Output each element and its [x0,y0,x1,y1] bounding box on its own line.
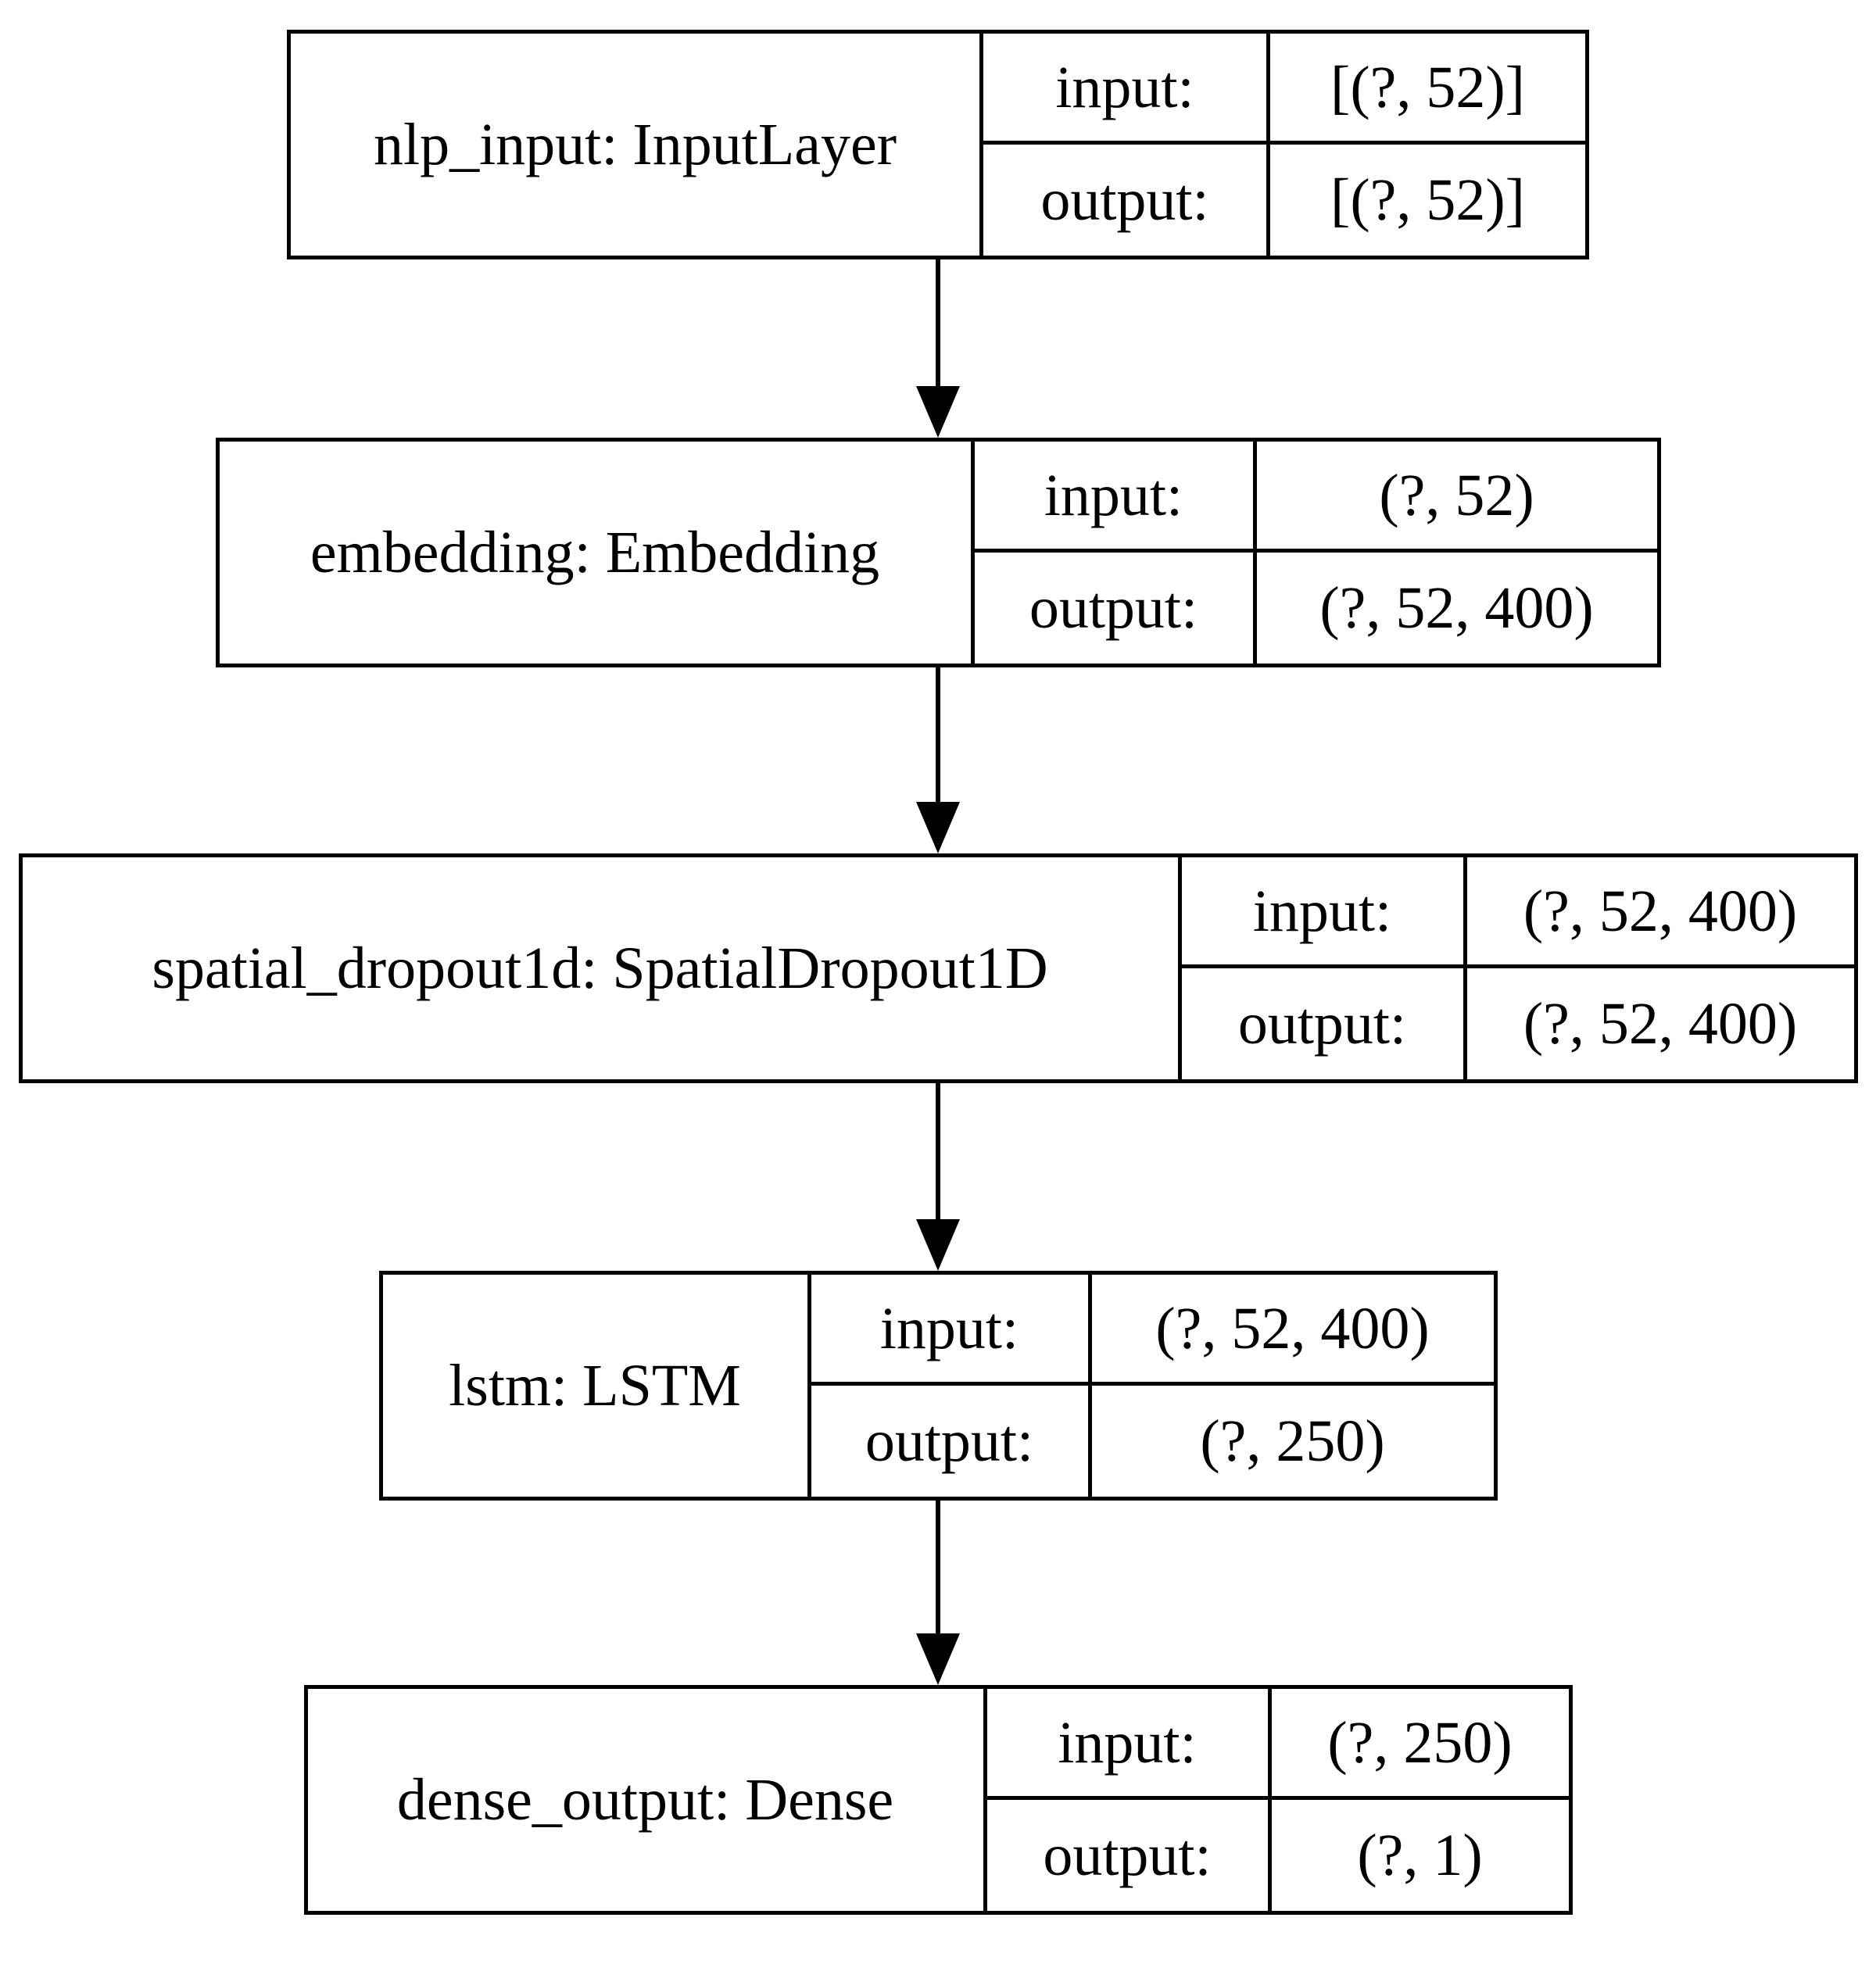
layer-node-nlp-input: nlp_input: InputLayer input: [(?, 52)] o… [287,30,1589,259]
input-shape: [(?, 52)] [1270,34,1585,145]
arrowhead-down-icon [916,1633,960,1685]
flow-arrow [916,1501,960,1685]
output-shape: [(?, 52)] [1330,167,1525,233]
flow-arrow [916,259,960,438]
layer-node-spatial-dropout1d: spatial_dropout1d: SpatialDropout1D inpu… [18,853,1858,1083]
output-label: output: [811,1386,1092,1497]
input-shape: (?, 52, 400) [1466,857,1854,968]
layer-node-lstm: lstm: LSTM input: (?, 52, 400) output: (… [378,1271,1498,1501]
input-label: input: [1181,857,1467,968]
output-label: output: [983,145,1270,256]
layer-name: embedding: Embedding [220,442,975,664]
input-label: input: [974,442,1257,553]
arrow-shaft [936,259,940,386]
output-shape: (?, 250) [1200,1408,1385,1474]
layer-name: lstm: LSTM [383,1275,811,1497]
output-shape: (?, 52, 400) [1523,991,1798,1057]
output-label: output: [1182,968,1467,1079]
layer-name: spatial_dropout1d: SpatialDropout1D [23,857,1182,1079]
input-shape: (?, 250) [1271,1689,1569,1800]
output-label: output: [987,1800,1272,1911]
input-shape: (?, 52, 400) [1091,1275,1494,1386]
arrowhead-down-icon [916,386,960,438]
layer-name: nlp_input: InputLayer [291,34,983,256]
output-shape: (?, 52, 400) [1319,575,1594,641]
arrow-shaft [936,1501,940,1633]
layer-name: dense_output: Dense [308,1689,987,1911]
flow-arrow [916,1083,960,1271]
arrowhead-down-icon [916,802,960,853]
arrow-shaft [936,1083,940,1219]
arrowhead-down-icon [916,1219,960,1271]
output-label: output: [975,553,1257,664]
input-shape: (?, 52) [1256,442,1657,553]
input-label: input: [986,1689,1272,1800]
input-label: input: [811,1275,1092,1386]
flow-arrow [916,667,960,853]
layer-node-embedding: embedding: Embedding input: (?, 52) outp… [215,438,1661,667]
input-label: input: [983,34,1270,145]
layer-node-dense-output: dense_output: Dense input: (?, 250) outp… [303,1685,1573,1915]
output-shape: (?, 1) [1357,1823,1483,1888]
arrow-shaft [936,667,940,802]
